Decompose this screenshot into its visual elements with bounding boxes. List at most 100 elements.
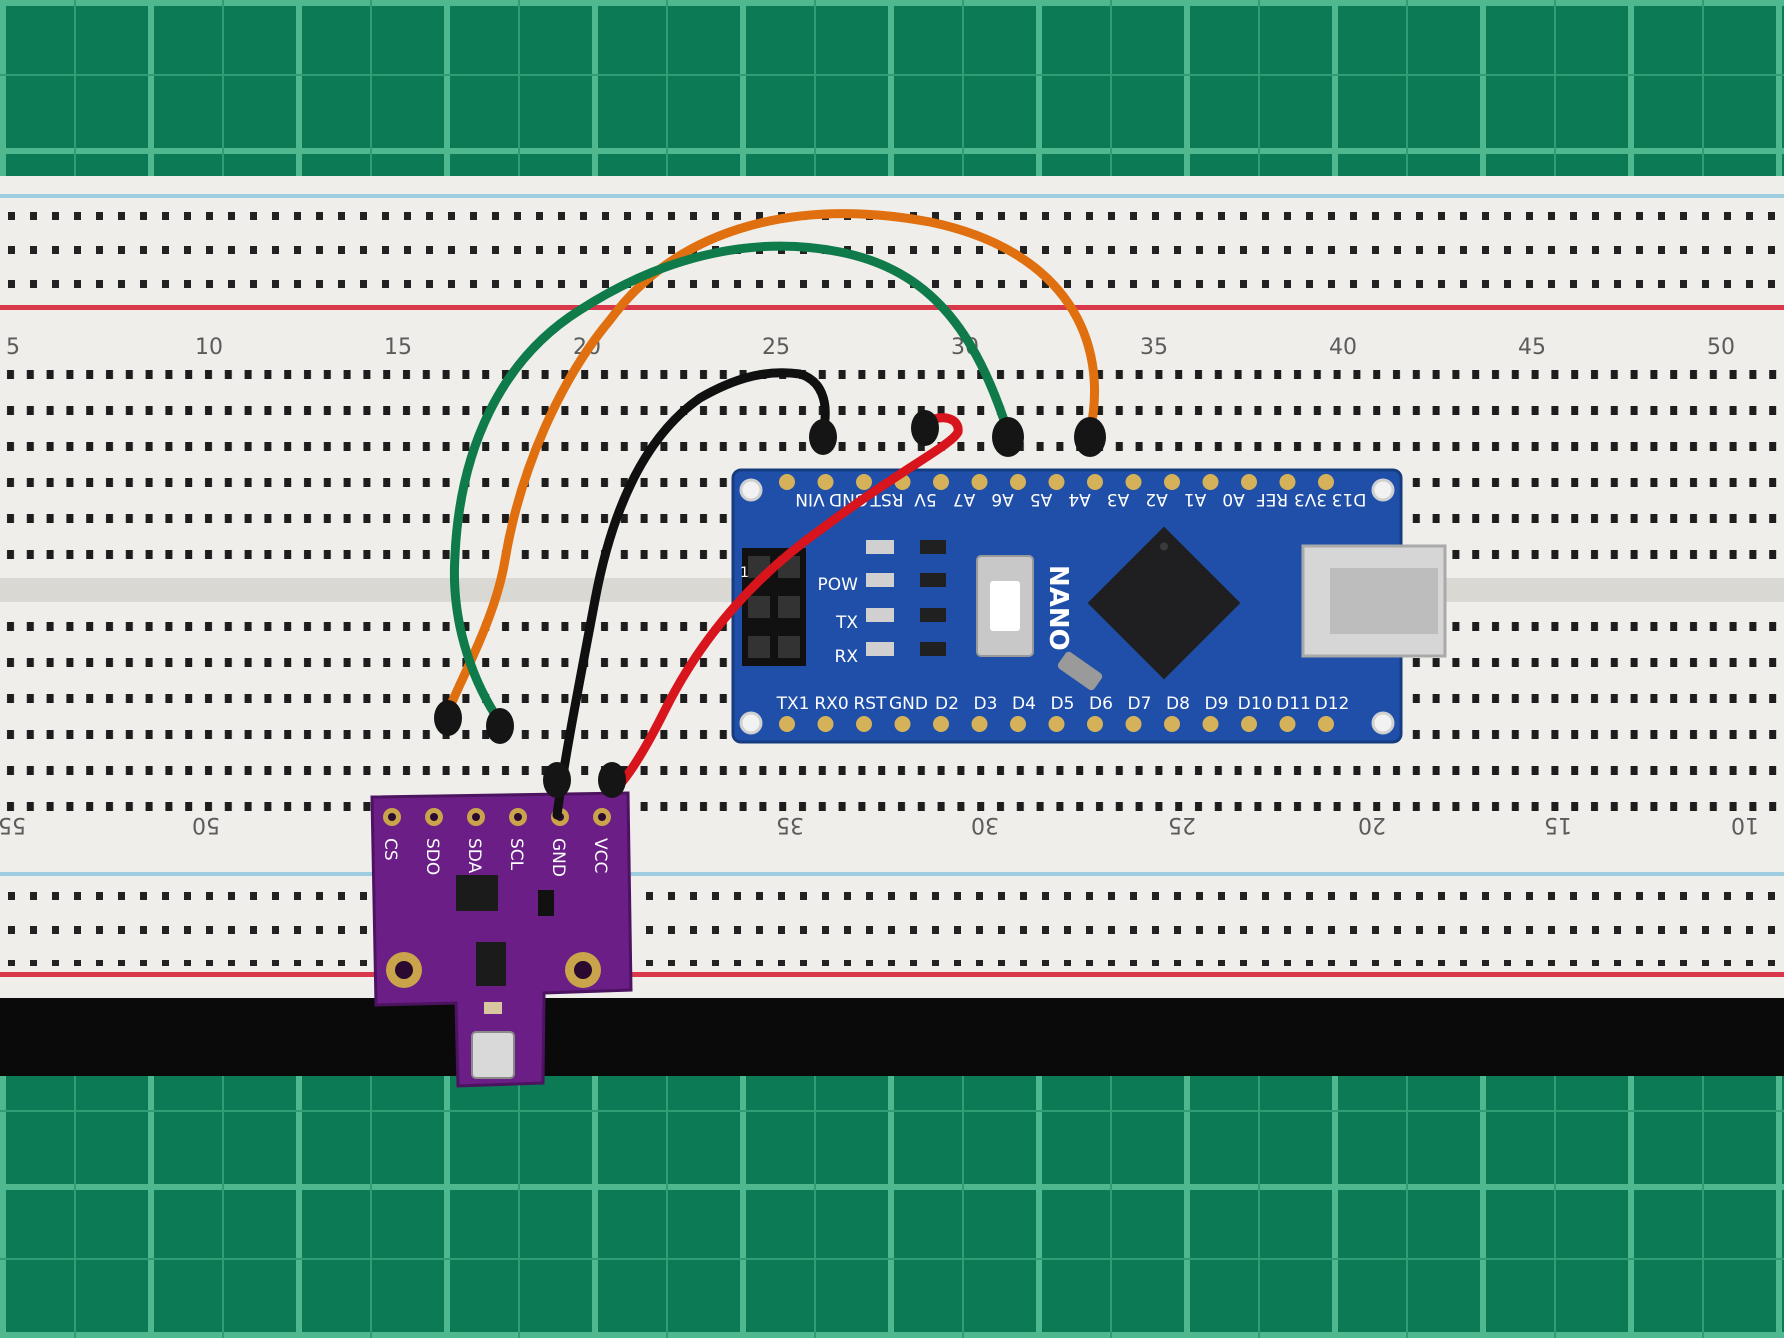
nano-pin-label: D8 bbox=[1166, 694, 1190, 714]
status-leds bbox=[866, 540, 946, 656]
nano-name-label: NANO bbox=[1043, 565, 1073, 651]
nano-pin-label: A0 bbox=[1222, 489, 1244, 509]
header-pad bbox=[1202, 716, 1219, 732]
header-pad bbox=[1048, 474, 1065, 490]
nano-pin-label: 5V bbox=[914, 489, 937, 509]
board-shadow bbox=[0, 990, 1784, 1076]
header-pad bbox=[894, 716, 911, 732]
column-number: 5 bbox=[6, 335, 20, 360]
header-pad bbox=[1087, 474, 1103, 490]
nano-pin-label: D2 bbox=[935, 694, 959, 714]
column-number: 10 bbox=[195, 335, 223, 360]
column-number: 55 bbox=[0, 812, 26, 837]
header-pad bbox=[971, 474, 988, 490]
header-pad bbox=[933, 716, 949, 732]
header-pad bbox=[817, 474, 834, 490]
header-pad bbox=[1318, 716, 1334, 732]
nano-top-header-pads bbox=[779, 474, 1334, 490]
column-number: 50 bbox=[192, 812, 220, 837]
column-number: 15 bbox=[384, 335, 412, 360]
regulator-chip bbox=[456, 875, 498, 911]
header-pad bbox=[1125, 716, 1142, 732]
sensor-pin-label: CS bbox=[380, 838, 400, 861]
header-pad bbox=[1010, 474, 1026, 490]
sensor-pad-hole bbox=[514, 813, 522, 821]
header-pad bbox=[1048, 716, 1065, 732]
nano-pin-label: A6 bbox=[991, 489, 1013, 509]
reset-button bbox=[976, 555, 1034, 657]
header-pad bbox=[1164, 716, 1180, 732]
header-pad bbox=[933, 474, 949, 490]
sensor-pad-hole bbox=[430, 813, 438, 821]
sensor-pad-hole bbox=[388, 813, 396, 821]
header-pad bbox=[1279, 716, 1296, 732]
nano-pin-label: A1 bbox=[1184, 489, 1206, 509]
header-pad bbox=[1164, 474, 1180, 490]
sensor-pin-label: VCC bbox=[590, 838, 610, 873]
wire-red bbox=[607, 413, 963, 797]
column-number: 35 bbox=[1140, 335, 1168, 360]
header-pad bbox=[1241, 474, 1257, 490]
top-power-rail bbox=[0, 194, 1784, 310]
atmega-chip bbox=[1087, 526, 1241, 680]
header-pad bbox=[971, 716, 988, 732]
led-label-tx: TX bbox=[835, 613, 858, 633]
column-number: 25 bbox=[1168, 812, 1196, 837]
icsp-marker-label: 1 bbox=[740, 565, 749, 581]
column-number: 25 bbox=[762, 335, 790, 360]
sensor-pin-label: SDA bbox=[464, 838, 484, 874]
header-pad bbox=[1010, 716, 1026, 732]
header-pad bbox=[856, 474, 872, 490]
nano-pin-label: D10 bbox=[1238, 694, 1273, 714]
nano-pin-label: GND bbox=[889, 694, 928, 714]
nano-bottom-header-pads bbox=[779, 716, 1334, 732]
nano-pin-label: RX0 bbox=[814, 694, 848, 714]
nano-pin-label: A2 bbox=[1145, 489, 1167, 509]
wire-plugs bbox=[434, 410, 1106, 798]
column-number: 45 bbox=[1518, 335, 1546, 360]
sensor-module: CS SDO SDA SCL GND VCC bbox=[370, 791, 633, 1088]
nano-pin-label: D12 bbox=[1315, 694, 1350, 714]
column-number: 30 bbox=[971, 812, 999, 837]
usb-mini-connector bbox=[1301, 544, 1447, 658]
header-pad bbox=[1279, 474, 1296, 490]
column-number: 20 bbox=[1358, 812, 1386, 837]
column-number: 10 bbox=[1731, 812, 1759, 837]
nano-pin-label: A5 bbox=[1030, 489, 1052, 509]
header-pad bbox=[1318, 474, 1334, 490]
nano-pin-label: 3V3 bbox=[1294, 489, 1327, 509]
led-label-rx: RX bbox=[835, 647, 859, 667]
sensor-pad-hole bbox=[598, 813, 606, 821]
nano-pin-label: A3 bbox=[1107, 489, 1129, 509]
nano-pin-label: VIN bbox=[795, 489, 824, 509]
column-number: 40 bbox=[1329, 335, 1357, 360]
sensor-pin-label: GND bbox=[548, 838, 568, 877]
sensor-pin-labels: CS SDO SDA SCL GND VCC bbox=[380, 838, 610, 877]
bottom-power-rail bbox=[0, 872, 1784, 977]
nano-pin-label: RST bbox=[854, 694, 888, 714]
nano-pin-label: D9 bbox=[1205, 694, 1229, 714]
header-pad bbox=[779, 474, 795, 490]
led-label-pow: POW bbox=[818, 575, 859, 595]
sensor-pad-hole bbox=[472, 813, 480, 821]
header-pad bbox=[1087, 716, 1103, 732]
nano-pin-label: A7 bbox=[953, 489, 975, 509]
nano-pin-label: D13 bbox=[1332, 489, 1367, 509]
jumper-wires bbox=[434, 209, 1106, 820]
nano-pin-label: A4 bbox=[1068, 489, 1090, 509]
level-shifter-chip bbox=[476, 942, 506, 986]
sensor-pin-label: SCL bbox=[506, 838, 526, 871]
nano-pin-label: D7 bbox=[1128, 694, 1152, 714]
nano-pin-label: D11 bbox=[1276, 694, 1311, 714]
header-pad bbox=[1125, 474, 1142, 490]
nano-pin-label: D3 bbox=[974, 694, 998, 714]
crystal bbox=[1057, 651, 1103, 691]
wire-green bbox=[449, 241, 1013, 727]
wire-black bbox=[552, 368, 830, 820]
header-pad bbox=[817, 716, 834, 732]
sensor-pin-label: SDO bbox=[422, 838, 442, 875]
